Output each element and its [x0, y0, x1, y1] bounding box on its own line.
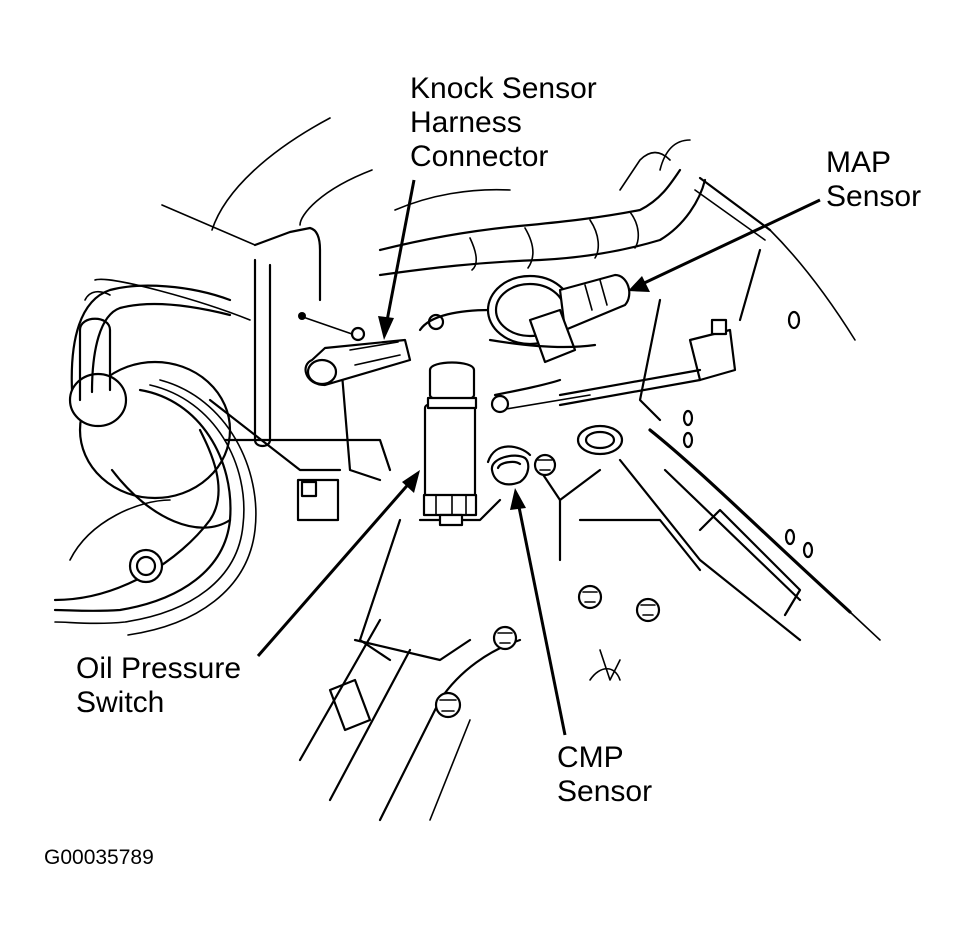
- figure-id: G00035789: [44, 846, 154, 869]
- knock-arrowhead: [378, 316, 394, 340]
- upper-housing: [161, 117, 511, 302]
- left-hose: [70, 284, 232, 394]
- throttle-body: [486, 273, 631, 414]
- knock-sensor-harness-connector-label: Knock Sensor Harness Connector: [410, 72, 597, 174]
- cmp-sensor: [486, 445, 532, 486]
- map-leader: [639, 198, 821, 287]
- label-line: Oil Pressure: [76, 652, 242, 685]
- map-arrowhead: [628, 276, 650, 292]
- cmp-leader: [516, 501, 567, 736]
- wiring-harness: [378, 139, 707, 277]
- left-canister: [53, 278, 251, 602]
- label-line: MAP: [826, 146, 892, 179]
- label-line: Connector: [410, 140, 549, 173]
- oil-leader: [256, 479, 414, 657]
- cmp-arrowhead: [510, 488, 526, 510]
- belt-curve: [53, 379, 257, 636]
- map-sensor-label: MAP Sensor: [826, 146, 921, 214]
- oil-arrowhead: [402, 470, 420, 493]
- oil-pressure-switch-label: Oil Pressure Switch: [76, 652, 241, 720]
- knock-sensor-connector: [298, 308, 492, 387]
- leader-lines: [256, 179, 821, 736]
- central-bracket: [208, 258, 392, 522]
- label-line: Sensor: [557, 775, 653, 808]
- label-line: Knock Sensor: [410, 72, 597, 105]
- label-line: Harness: [410, 106, 522, 139]
- lower-block: [298, 468, 702, 822]
- cmp-sensor-label: CMP Sensor: [557, 741, 652, 809]
- label-line: Switch: [76, 686, 165, 719]
- oil-pressure-switch: [422, 361, 478, 527]
- label-line: Sensor: [826, 180, 922, 213]
- bolts: [434, 424, 661, 719]
- right-block: [558, 176, 881, 642]
- knock-leader: [384, 179, 416, 327]
- label-line: CMP: [557, 741, 624, 774]
